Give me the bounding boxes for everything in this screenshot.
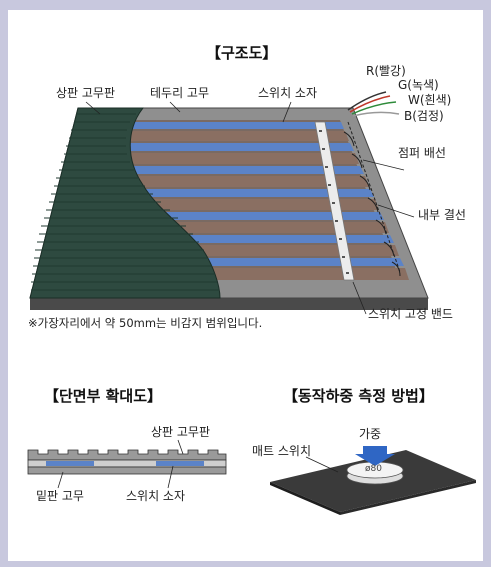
mat-side: [30, 298, 428, 310]
label-top-rubber: 상판 고무판: [56, 86, 116, 100]
fixing-band: [314, 121, 355, 281]
label-wire-w: W(흰색): [408, 93, 452, 107]
cross-label-bottom-rubber: 밑판 고무: [36, 489, 84, 503]
label-wire-g: G(녹색): [398, 78, 439, 92]
measurement-title: 【동작하중 측정 방법】: [283, 387, 434, 405]
cross-label-top-rubber: 상판 고무판: [151, 425, 211, 439]
fixing-band-marks: [319, 130, 349, 274]
measure-label-load: 가중: [359, 427, 382, 441]
measurement-graphic: [270, 446, 476, 515]
cross-section-leaders: [57, 439, 184, 489]
output-cable: [347, 91, 400, 117]
diagram-graphics: [27, 91, 476, 515]
label-switch-element: 스위치 소자: [258, 86, 318, 100]
label-fixing-band: 스위치 고정 밴드: [368, 307, 453, 321]
label-edge-rubber: 테두리 고무: [150, 86, 210, 100]
measure-label-mat-switch: 매트 스위치: [252, 444, 312, 458]
label-wire-b: B(검정): [404, 109, 444, 123]
cross-section-title: 【단면부 확대도】: [44, 387, 163, 405]
non-sensing-note: ※가장자리에서 약 50mm는 비감지 범위입니다.: [28, 316, 263, 330]
structure-leaders: [85, 101, 415, 315]
diagram-panel: 【구조도】 상판 고무판 테두리 고무 스위치 소자 R(빨강) G(녹색) W…: [8, 10, 483, 561]
structure-title: 【구조도】: [206, 44, 278, 62]
measure-label-diameter: ø80: [365, 464, 382, 474]
mat-switch-leader: [305, 456, 339, 473]
cross-section-graphic: [27, 449, 227, 475]
label-jumper: 점퍼 배선: [398, 146, 446, 160]
label-internal-wiring: 내부 결선: [418, 208, 466, 222]
rubber-texture: [31, 113, 219, 291]
cross-label-switch-element: 스위치 소자: [126, 489, 186, 503]
label-wire-r: R(빨강): [366, 64, 406, 78]
jumper-wires: [343, 121, 401, 277]
